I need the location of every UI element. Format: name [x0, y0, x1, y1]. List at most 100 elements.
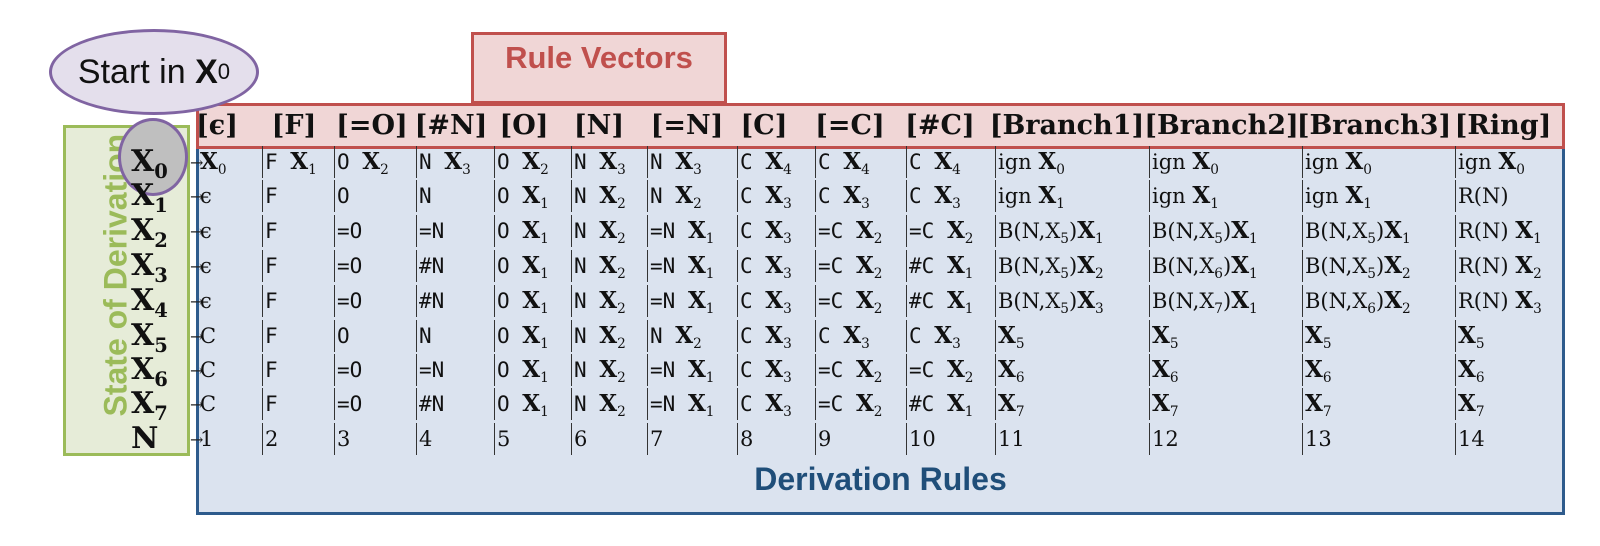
rule-text: ) — [1222, 219, 1232, 243]
rule-cell: 4 — [416, 423, 495, 455]
token-symbol: N — [574, 392, 600, 416]
rule-cell: N X3 — [571, 146, 648, 178]
next-state-subscript: 2 — [1402, 266, 1411, 283]
state-label: N — [131, 424, 191, 454]
next-state-subscript: 2 — [873, 266, 883, 283]
next-state-subscript: 3 — [783, 336, 792, 353]
next-state-subscript: 7 — [1015, 404, 1025, 421]
token-symbol: N — [650, 324, 676, 348]
next-state-var: X — [934, 148, 953, 175]
rule-subscript: 5 — [1367, 266, 1376, 283]
next-state-var: X — [522, 390, 541, 417]
rule-cell: B(N,X6)X2 — [1302, 285, 1456, 317]
token-symbol: F — [265, 358, 278, 382]
next-state-var: X — [290, 148, 309, 175]
token-symbol: N — [419, 184, 432, 208]
next-state-var: X — [522, 148, 541, 175]
token-symbol: =C — [818, 358, 856, 382]
next-state-subscript: 7 — [1169, 404, 1179, 421]
next-state-subscript: 0 — [1210, 162, 1219, 179]
next-state-subscript: 5 — [1322, 336, 1332, 353]
rule-subscript: 7 — [1214, 301, 1223, 318]
rule-text: B(N,X — [1152, 254, 1215, 278]
token-symbol: F — [265, 184, 278, 208]
rule-vectors-title: Rule Vectors — [505, 40, 693, 75]
token-symbol: C — [818, 324, 844, 348]
rule-cell: ign X1 — [1302, 180, 1456, 212]
rule-cell: N — [416, 320, 495, 352]
token-symbol: O — [497, 150, 523, 174]
rule-cell: X6 — [1302, 354, 1456, 386]
next-state-var: X — [1077, 287, 1096, 314]
next-state-subscript: 5 — [1169, 336, 1179, 353]
token-symbol: O — [497, 358, 523, 382]
token-symbol: N — [419, 324, 432, 348]
token-symbol: =C — [818, 254, 856, 278]
state-label: X0 — [131, 147, 191, 182]
rule-cell: X5 — [1302, 320, 1456, 352]
next-state-subscript: 2 — [617, 336, 626, 353]
next-state-subscript: 1 — [964, 404, 974, 421]
token-symbol: C — [740, 150, 766, 174]
next-state-subscript: 2 — [1402, 301, 1411, 318]
transition-arrow: → — [190, 430, 204, 449]
token-symbol: N — [650, 150, 676, 174]
derivation-rules-panel: Derivation Rules — [196, 149, 1565, 515]
rule-cell: N X2 — [571, 215, 648, 247]
rule-text: ϵ — [200, 184, 212, 208]
transition-arrow: → — [190, 187, 204, 206]
next-state-subscript: 3 — [783, 301, 792, 318]
token-symbol: C — [740, 184, 766, 208]
rule-cell: F X1 — [262, 146, 335, 178]
token-symbol: C — [909, 324, 935, 348]
transition-arrow: → — [190, 361, 204, 380]
next-state-var: X — [1305, 356, 1323, 383]
rule-cell: 7 — [647, 423, 738, 455]
rule-text: R(N) — [1458, 254, 1516, 278]
token-symbol: =O — [337, 289, 363, 313]
token-symbol: O — [497, 184, 523, 208]
next-state-var: X — [522, 217, 541, 244]
derivation-rules-title: Derivation Rules — [754, 461, 1007, 497]
rule-cell: 3 — [334, 423, 417, 455]
next-state-var: X — [998, 322, 1016, 349]
rule-cell: 12 — [1149, 423, 1303, 455]
next-state-var: X — [687, 356, 706, 383]
next-state-var: X — [1458, 390, 1476, 417]
next-state-subscript: 6 — [1169, 370, 1179, 387]
rule-text: B(N,X — [1152, 219, 1215, 243]
next-state-var: X — [522, 182, 541, 209]
next-state-var: X — [946, 356, 965, 383]
rule-cell: F — [262, 180, 335, 212]
next-state-var: X — [1305, 322, 1323, 349]
rule-cell: C X3 — [737, 250, 816, 282]
token-symbol: =C — [818, 392, 856, 416]
next-state-var: X — [855, 217, 874, 244]
rule-cell: F — [262, 215, 335, 247]
token-symbol: =C — [818, 289, 856, 313]
next-state-subscript: 4 — [861, 162, 870, 179]
token-symbol: =C — [818, 219, 856, 243]
rule-cell: C X4 — [815, 146, 907, 178]
next-state-var: X — [1305, 390, 1323, 417]
rule-subscript: 5 — [1214, 231, 1223, 248]
next-state-subscript: 2 — [617, 404, 626, 421]
rule-text: ign — [1152, 184, 1193, 208]
next-state-subscript: 6 — [1322, 370, 1332, 387]
next-state-subscript: 2 — [1533, 266, 1542, 283]
rule-cell: F — [262, 354, 335, 386]
state-name: N — [131, 421, 159, 456]
next-state-var: X — [1515, 252, 1534, 279]
next-state-subscript: 3 — [861, 196, 870, 213]
rule-cell: O X1 — [494, 320, 572, 352]
token-symbol: =N — [419, 358, 445, 382]
next-state-var: X — [1515, 217, 1534, 244]
rule-cell: 1 — [198, 423, 262, 455]
rule-cell: C X3 — [737, 388, 816, 420]
next-state-subscript: 3 — [783, 266, 792, 283]
next-state-subscript: 1 — [964, 301, 974, 318]
rule-vector-label: [N] — [573, 110, 625, 141]
rule-cell: #N — [416, 285, 495, 317]
token-symbol: C — [818, 184, 844, 208]
next-state-subscript: 1 — [705, 266, 715, 283]
